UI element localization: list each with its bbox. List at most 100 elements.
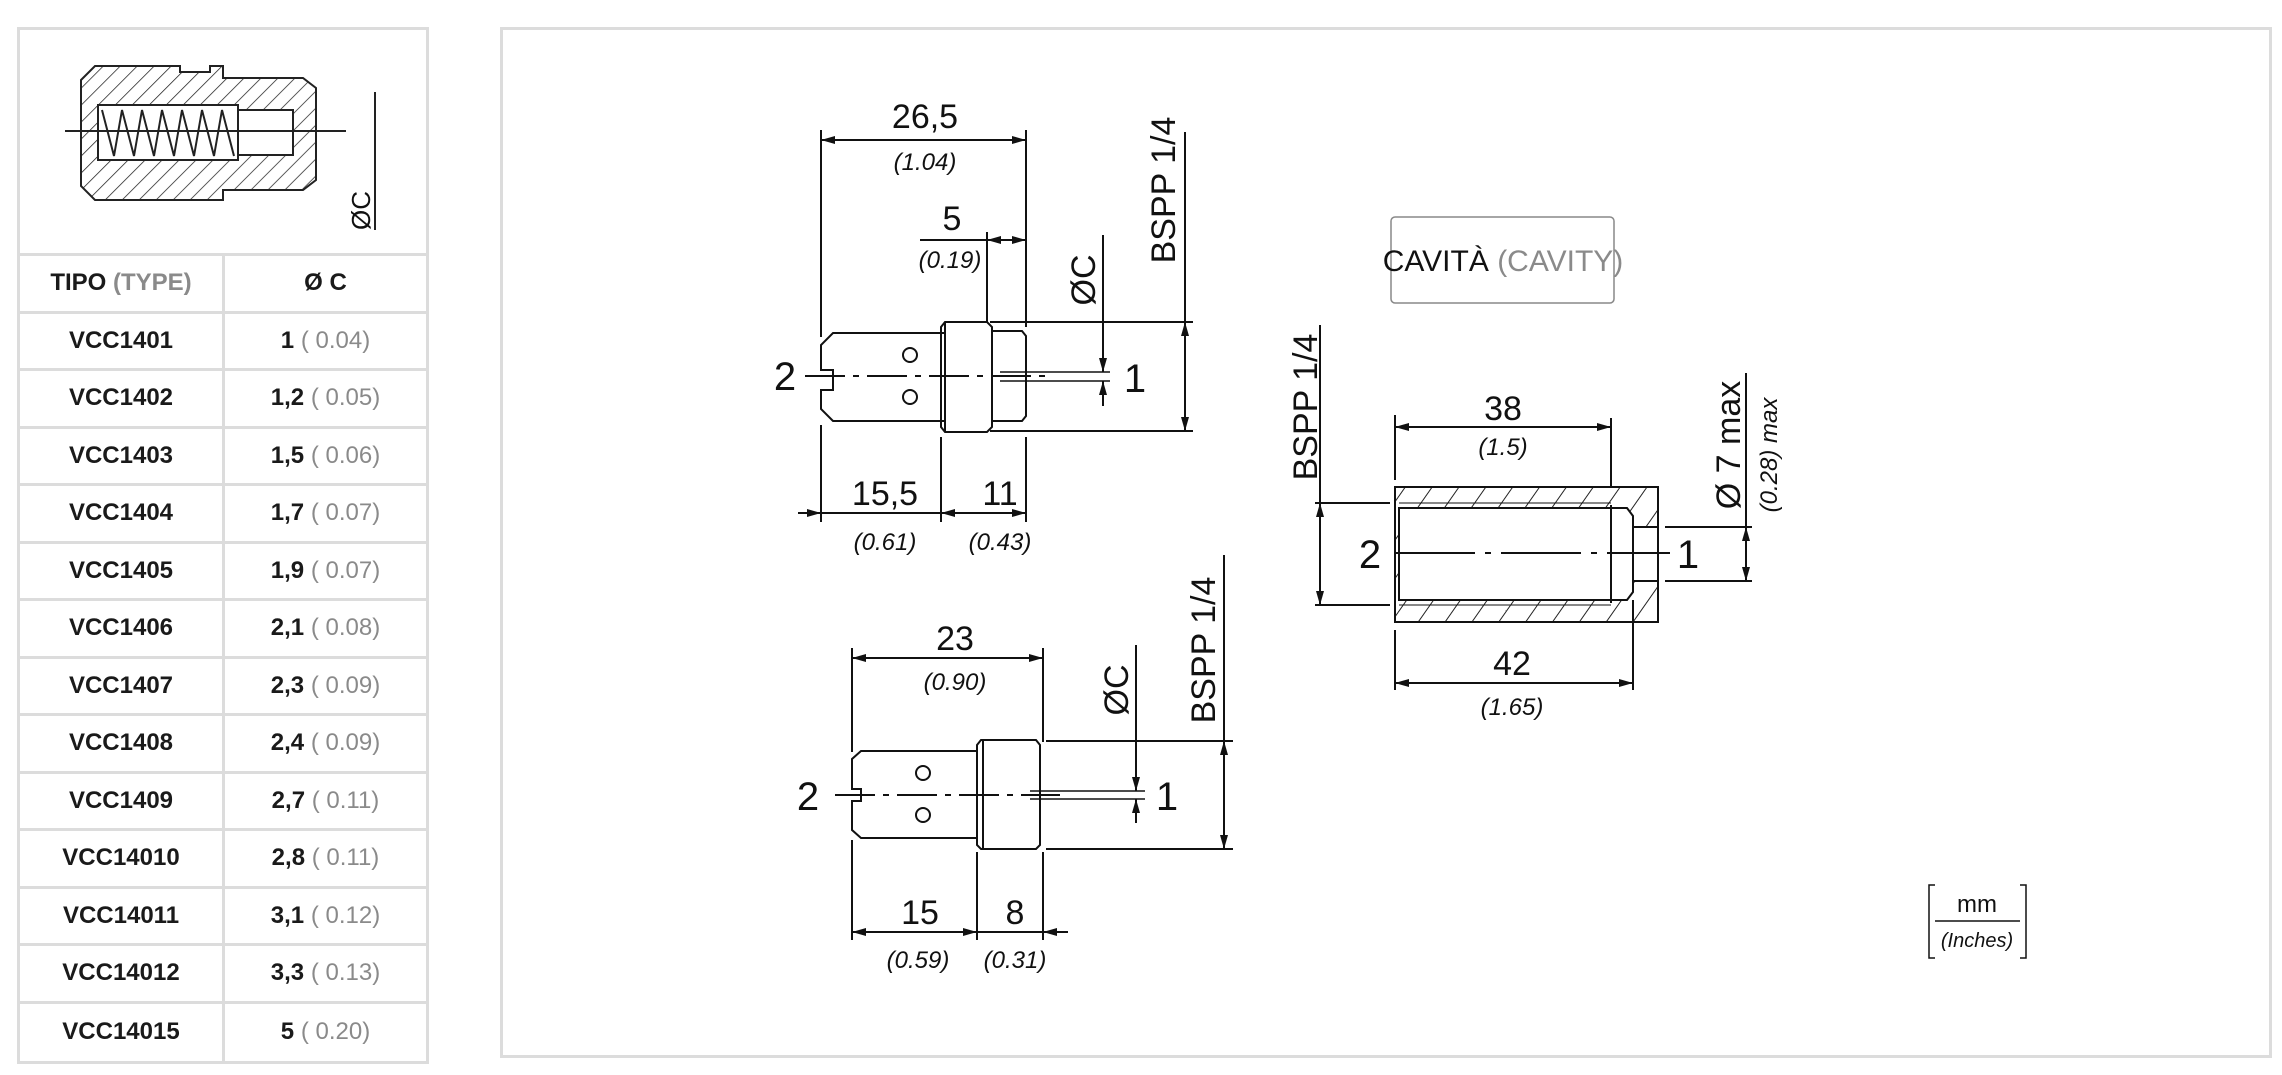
drawing1-labels: 26,5 (1.04) 5 (0.19) 15,5 (0.61) 11 (0.4… — [774, 98, 1183, 556]
dim-thread-in: (0.43) — [969, 529, 1032, 556]
svg-text:CAVITÀ (CAVITY): CAVITÀ (CAVITY) — [1383, 245, 1624, 278]
dia-cell: 1,7 ( 0.07) — [225, 486, 426, 541]
dia-mm: 2,4 — [270, 729, 305, 757]
dim-bspp: BSPP 1/4 — [1287, 334, 1325, 481]
port-1-label: 1 — [1124, 357, 1146, 401]
type-cell: VCC1406 — [20, 601, 225, 656]
table-row: VCC1403 1,5 ( 0.06) — [20, 428, 426, 486]
dim-depth-38: 38 — [1484, 390, 1522, 428]
dia-in: ( 0.11) — [311, 786, 380, 814]
table-row: VCC14012 3,3 ( 0.13) — [20, 946, 426, 1004]
dia-mm: 1,9 — [270, 556, 305, 584]
port-1-label: 1 — [1677, 533, 1699, 577]
type-cell: VCC1405 — [20, 543, 225, 598]
type-cell: VCC1403 — [20, 428, 225, 483]
cavity-labels: 38 (1.5) 42 (1.65) BSPP 1/4 Ø 7 max (0.2… — [1287, 334, 1783, 721]
type-cell: VCC1404 — [20, 486, 225, 541]
cavity-drawing — [1315, 325, 1752, 690]
dim-hex-in: (0.19) — [919, 247, 982, 274]
table-row: VCC1409 2,7 ( 0.11) — [20, 773, 426, 831]
dim-hex: 5 — [943, 200, 962, 238]
dim-total-in: (1.04) — [894, 149, 957, 176]
dia-mm: 1 — [280, 326, 295, 354]
cavity-title-box: CAVITÀ (CAVITY) — [1383, 216, 1624, 304]
dia-cell: 1,9 ( 0.07) — [225, 544, 426, 599]
type-cell: VCC14011 — [20, 888, 225, 943]
dia-cell: 2,1 ( 0.08) — [225, 601, 426, 656]
dia-cell: 1,5 ( 0.06) — [225, 429, 426, 484]
dia-c-label: ØC — [346, 191, 376, 230]
dia-in: ( 0.13) — [310, 959, 381, 987]
type-cell: VCC1409 — [20, 773, 225, 828]
cartridge-drawing-1 — [798, 130, 1193, 522]
type-cell: VCC14015 — [20, 1003, 225, 1061]
port-2-label: 2 — [797, 775, 819, 819]
dia-cell: 2,7 ( 0.11) — [225, 774, 426, 829]
type-cell: VCC1402 — [20, 371, 225, 426]
dia-in: ( 0.07) — [310, 556, 381, 584]
drawing2-labels: 23 (0.90) 15 (0.59) 8 (0.31) ØC BSPP 1/4… — [797, 577, 1223, 974]
dia-cell: 3,1 ( 0.12) — [225, 889, 426, 944]
table-row: VCC1407 2,3 ( 0.09) — [20, 658, 426, 716]
header-dia: Ø C — [304, 269, 347, 297]
dia-mm: 1,2 — [270, 384, 305, 412]
header-type: TIPO — [50, 269, 107, 297]
dia-mm: 1,7 — [270, 499, 305, 527]
table-row: VCC1408 2,4 ( 0.09) — [20, 716, 426, 774]
dim-body-in: (0.61) — [854, 529, 917, 556]
dia-mm: 5 — [280, 1018, 295, 1046]
port-2-label: 2 — [774, 355, 796, 399]
unit-inches: (Inches) — [1941, 930, 2013, 952]
dia-in: ( 0.07) — [310, 499, 381, 527]
units-legend: mm (Inches) — [1928, 884, 2027, 959]
table-header: TIPO (TYPE) Ø C — [20, 256, 426, 314]
dia-cell: 2,3 ( 0.09) — [225, 659, 426, 714]
dia-cell: 1,2 ( 0.05) — [225, 371, 426, 426]
table-row: VCC14010 2,8 ( 0.11) — [20, 831, 426, 889]
dia-in: ( 0.08) — [310, 614, 381, 642]
type-cell: VCC1401 — [20, 313, 225, 368]
dim-dia: ØC — [1098, 665, 1136, 716]
dia-in: ( 0.09) — [310, 671, 381, 699]
dim-dia-max-in: (0.28) max — [1756, 397, 1783, 513]
header-type-en: (TYPE) — [113, 269, 192, 297]
dim-depth-42-in: (1.65) — [1481, 694, 1544, 721]
drawing-panel — [500, 27, 2272, 1058]
dia-in: ( 0.06) — [310, 441, 381, 469]
port-1-label: 1 — [1156, 775, 1178, 819]
dia-mm: 3,1 — [270, 901, 305, 929]
dim-body: 15 — [901, 894, 939, 932]
dia-cell: 5 ( 0.20) — [225, 1004, 426, 1062]
dim-bspp: BSPP 1/4 — [1145, 117, 1183, 264]
dia-in: ( 0.20) — [300, 1018, 371, 1046]
dia-mm: 2,3 — [270, 671, 305, 699]
dia-in: ( 0.11) — [311, 844, 380, 872]
cartridge-drawing-2 — [835, 555, 1233, 940]
unit-mm: mm — [1957, 891, 1997, 918]
dia-in: ( 0.04) — [300, 326, 371, 354]
dia-cell: 2,8 ( 0.11) — [225, 831, 426, 886]
dia-mm: 1,5 — [270, 441, 305, 469]
dim-dia-max: Ø 7 max — [1710, 381, 1748, 509]
dim-bspp: BSPP 1/4 — [1185, 577, 1223, 724]
dia-in: ( 0.09) — [310, 729, 381, 757]
dia-cell: 2,4 ( 0.09) — [225, 716, 426, 771]
dia-mm: 2,8 — [271, 844, 306, 872]
dim-depth-38-in: (1.5) — [1478, 434, 1527, 461]
dim-thread-in: (0.31) — [984, 947, 1047, 974]
type-table: ØC TIPO (TYPE) Ø C VCC1401 1 ( 0.04)VCC1… — [17, 27, 429, 1064]
dia-mm: 2,7 — [271, 786, 306, 814]
dia-mm: 3,3 — [270, 959, 305, 987]
dim-total: 26,5 — [892, 98, 958, 136]
dia-cell: 1 ( 0.04) — [225, 314, 426, 369]
table-row: VCC1402 1,2 ( 0.05) — [20, 371, 426, 429]
table-row: VCC1406 2,1 ( 0.08) — [20, 601, 426, 659]
dim-body: 15,5 — [852, 475, 918, 513]
table-row: VCC1401 1 ( 0.04) — [20, 313, 426, 371]
port-2-label: 2 — [1359, 533, 1381, 577]
type-cell: VCC14010 — [20, 831, 225, 886]
type-cell: VCC1407 — [20, 658, 225, 713]
type-cell: VCC1408 — [20, 716, 225, 771]
table-row: VCC14015 5 ( 0.20) — [20, 1003, 426, 1062]
